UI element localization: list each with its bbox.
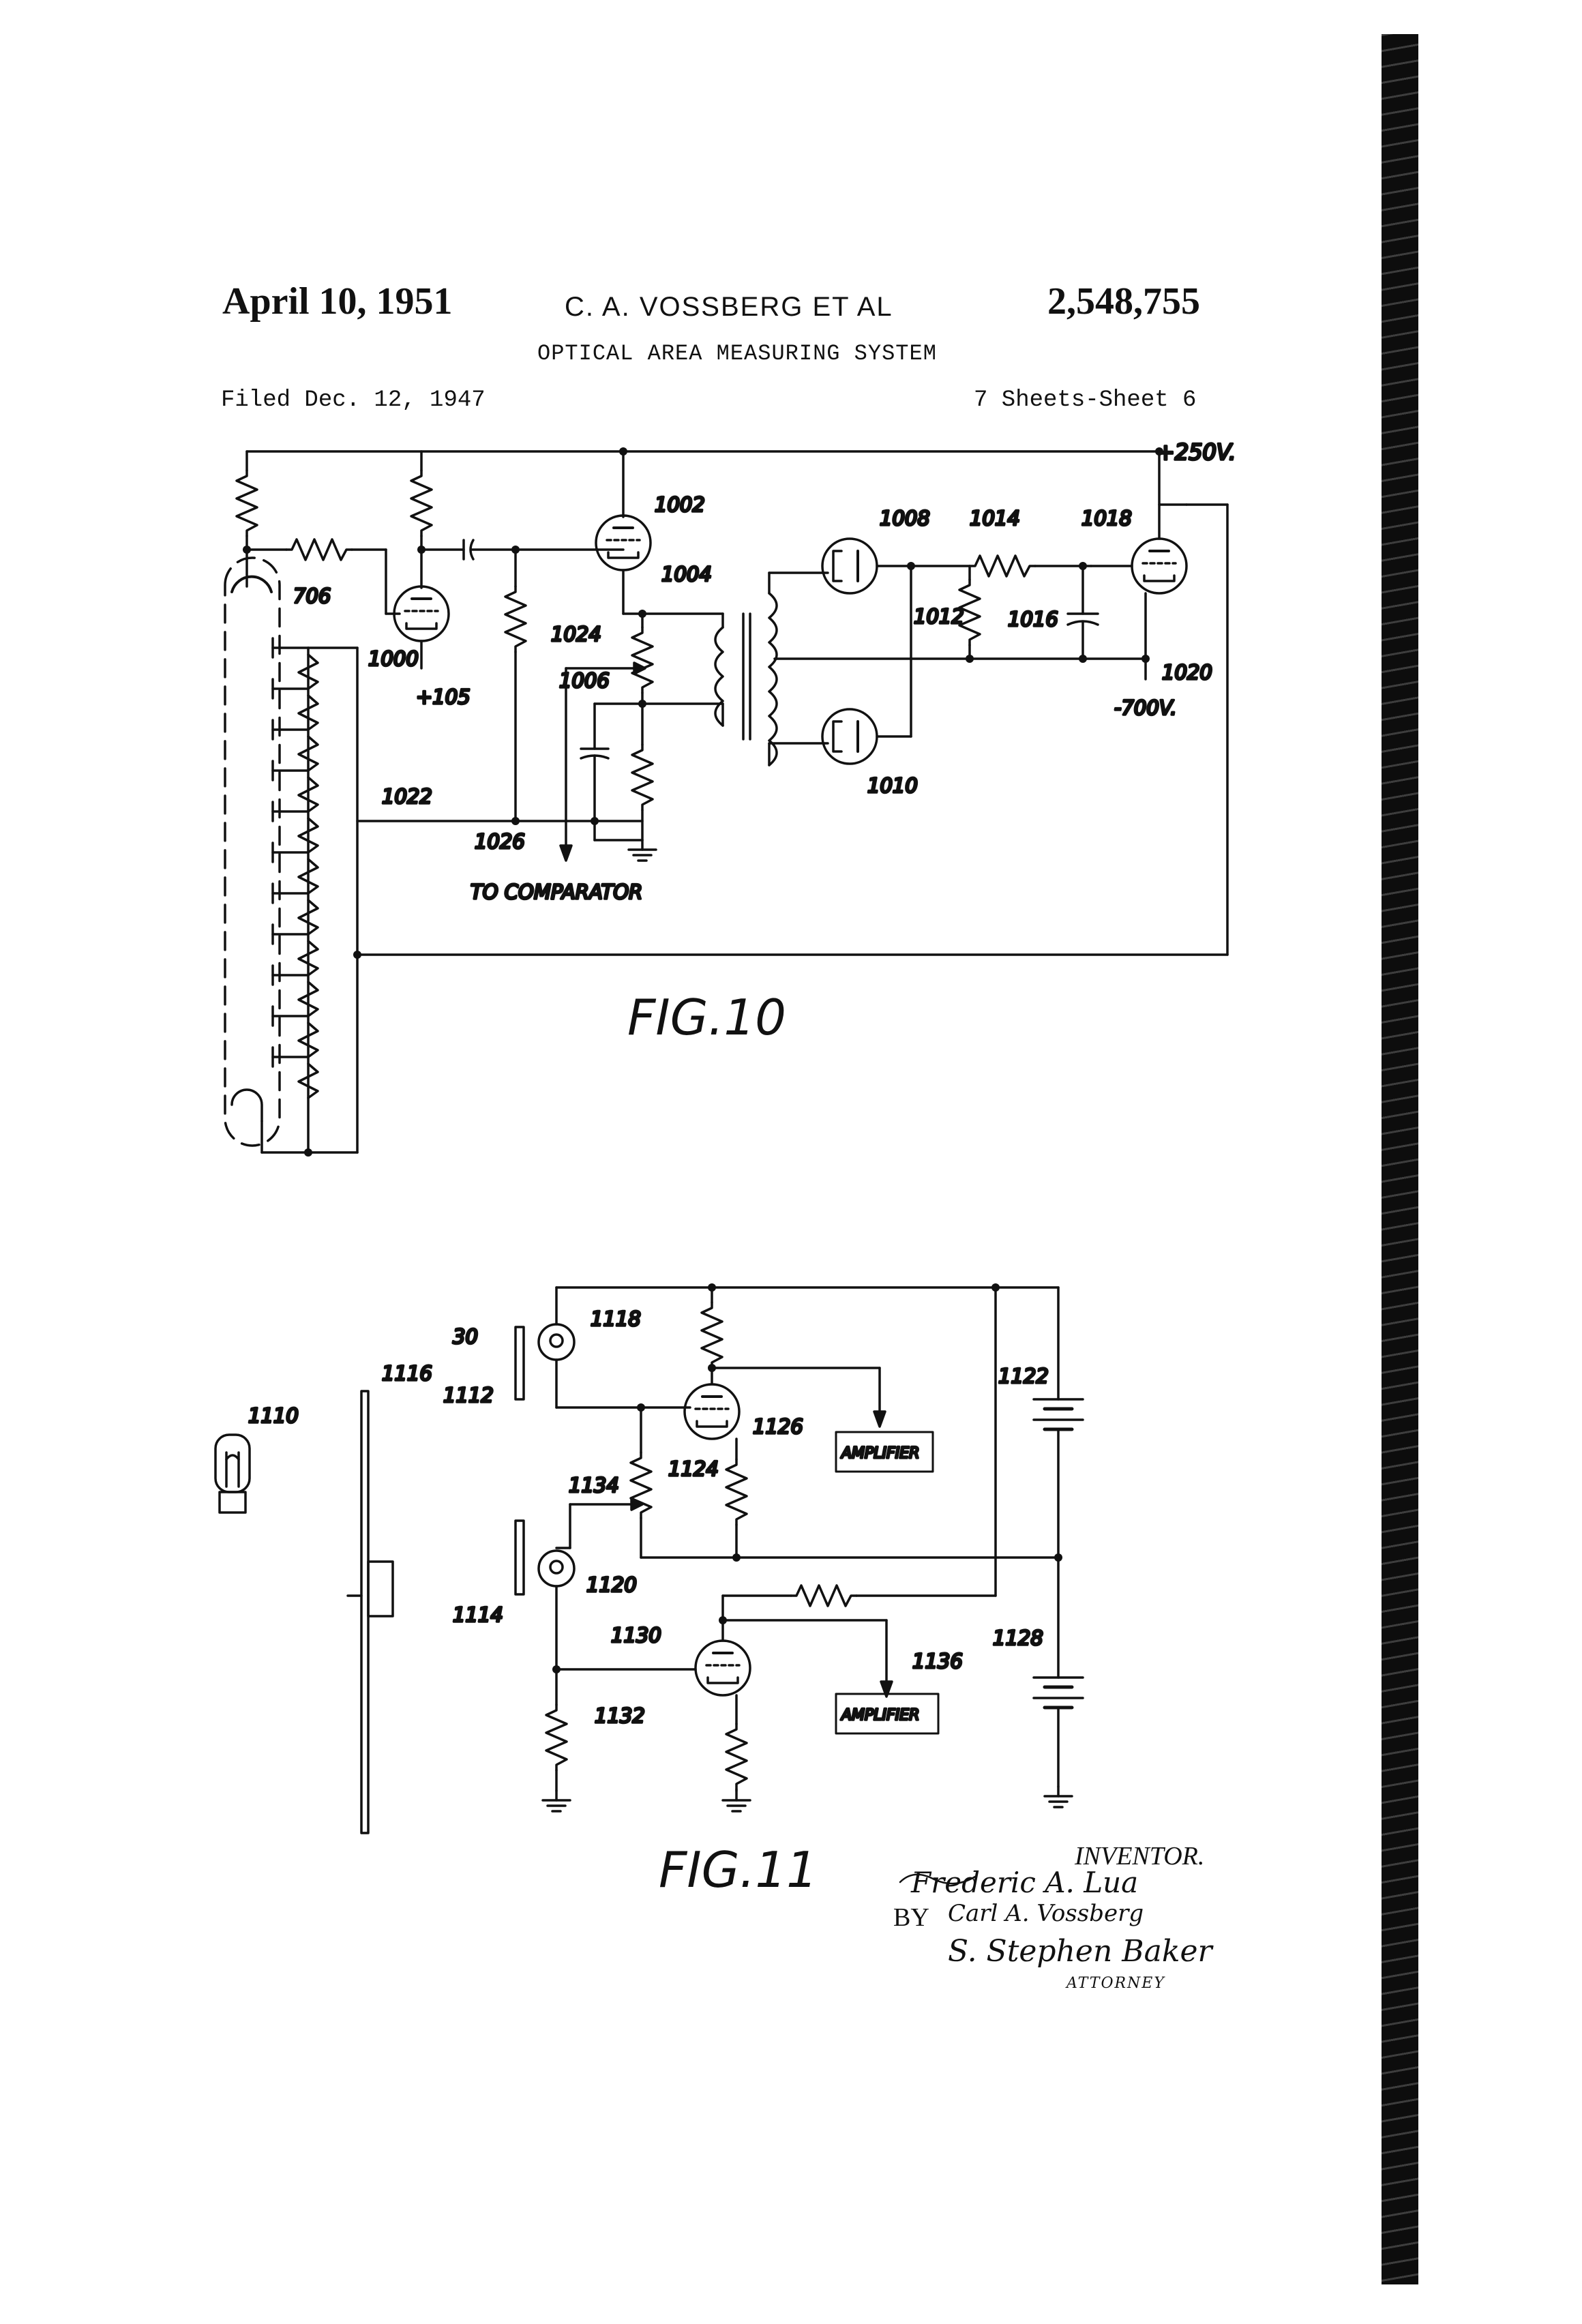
signature-flourish bbox=[899, 1873, 976, 1885]
label-1132: 1132 bbox=[595, 1704, 645, 1727]
signature-name-2: Carl A. Vossberg bbox=[948, 1900, 1144, 1927]
patent-number: 2,548,755 bbox=[1047, 280, 1200, 323]
label-1118: 1118 bbox=[591, 1307, 641, 1330]
label-1006: 1006 bbox=[559, 669, 610, 692]
label-1112: 1112 bbox=[443, 1384, 494, 1407]
label-1016: 1016 bbox=[1008, 608, 1058, 631]
label-1124: 1124 bbox=[668, 1457, 719, 1480]
label-1134: 1134 bbox=[569, 1474, 619, 1497]
label-1024: 1024 bbox=[551, 623, 601, 646]
label-1008: 1008 bbox=[880, 507, 930, 530]
label-1126: 1126 bbox=[753, 1415, 803, 1438]
label-1110: 1110 bbox=[248, 1404, 299, 1427]
signature-name-1: Frederic A. Lua bbox=[911, 1866, 1139, 1899]
amplifier-2-label: AMPLIFIER bbox=[840, 1707, 919, 1724]
label-1004: 1004 bbox=[661, 563, 712, 586]
fig11-circuit bbox=[214, 1283, 1084, 1834]
dynode-stack bbox=[230, 637, 310, 1122]
scanned-edge-strip bbox=[1382, 34, 1418, 2284]
label-1026: 1026 bbox=[475, 830, 525, 853]
fig10-circuit bbox=[224, 447, 1229, 1157]
label-plus250v: +250V. bbox=[1156, 439, 1236, 465]
patent-date: April 10, 1951 bbox=[222, 280, 453, 323]
label-1010: 1010 bbox=[867, 774, 918, 797]
label-1120: 1120 bbox=[586, 1573, 637, 1596]
label-30: 30 bbox=[453, 1325, 478, 1348]
label-1002: 1002 bbox=[655, 493, 705, 516]
lamp-1110 bbox=[214, 1433, 251, 1514]
label-to-comparator: TO COMPARATOR bbox=[471, 880, 642, 904]
filed-date: Filed Dec. 12, 1947 bbox=[221, 387, 486, 413]
label-1014: 1014 bbox=[970, 507, 1020, 530]
label-1128: 1128 bbox=[993, 1626, 1043, 1650]
label-1022: 1022 bbox=[382, 785, 432, 808]
label-1018: 1018 bbox=[1081, 507, 1132, 530]
inventor-names: C. A. VOSSBERG ET AL bbox=[565, 292, 893, 322]
label-706: 706 bbox=[293, 584, 331, 608]
label-1114: 1114 bbox=[453, 1603, 503, 1626]
fig10-caption: FIG.10 bbox=[627, 989, 786, 1046]
label-1000: 1000 bbox=[368, 647, 419, 670]
label-minus700v: -700V. bbox=[1114, 696, 1177, 719]
attorney-label: ATTORNEY bbox=[1066, 1975, 1165, 1992]
signature-name-3: S. Stephen Baker bbox=[948, 1934, 1212, 1969]
inventor-label: INVENTOR. bbox=[1075, 1842, 1205, 1871]
by-label: BY bbox=[893, 1903, 929, 1932]
label-1122: 1122 bbox=[998, 1365, 1049, 1388]
fig11-caption: FIG.11 bbox=[659, 1841, 818, 1898]
amplifier-1-label: AMPLIFIER bbox=[840, 1445, 919, 1462]
sheet-count: 7 Sheets-Sheet 6 bbox=[974, 387, 1197, 413]
patent-title: OPTICAL AREA MEASURING SYSTEM bbox=[537, 341, 937, 366]
label-plus105: +105 bbox=[416, 685, 471, 709]
label-1012: 1012 bbox=[914, 605, 964, 628]
label-1136: 1136 bbox=[912, 1650, 963, 1673]
label-1020: 1020 bbox=[1162, 661, 1212, 684]
label-1116: 1116 bbox=[382, 1362, 432, 1385]
label-1130: 1130 bbox=[611, 1624, 661, 1647]
